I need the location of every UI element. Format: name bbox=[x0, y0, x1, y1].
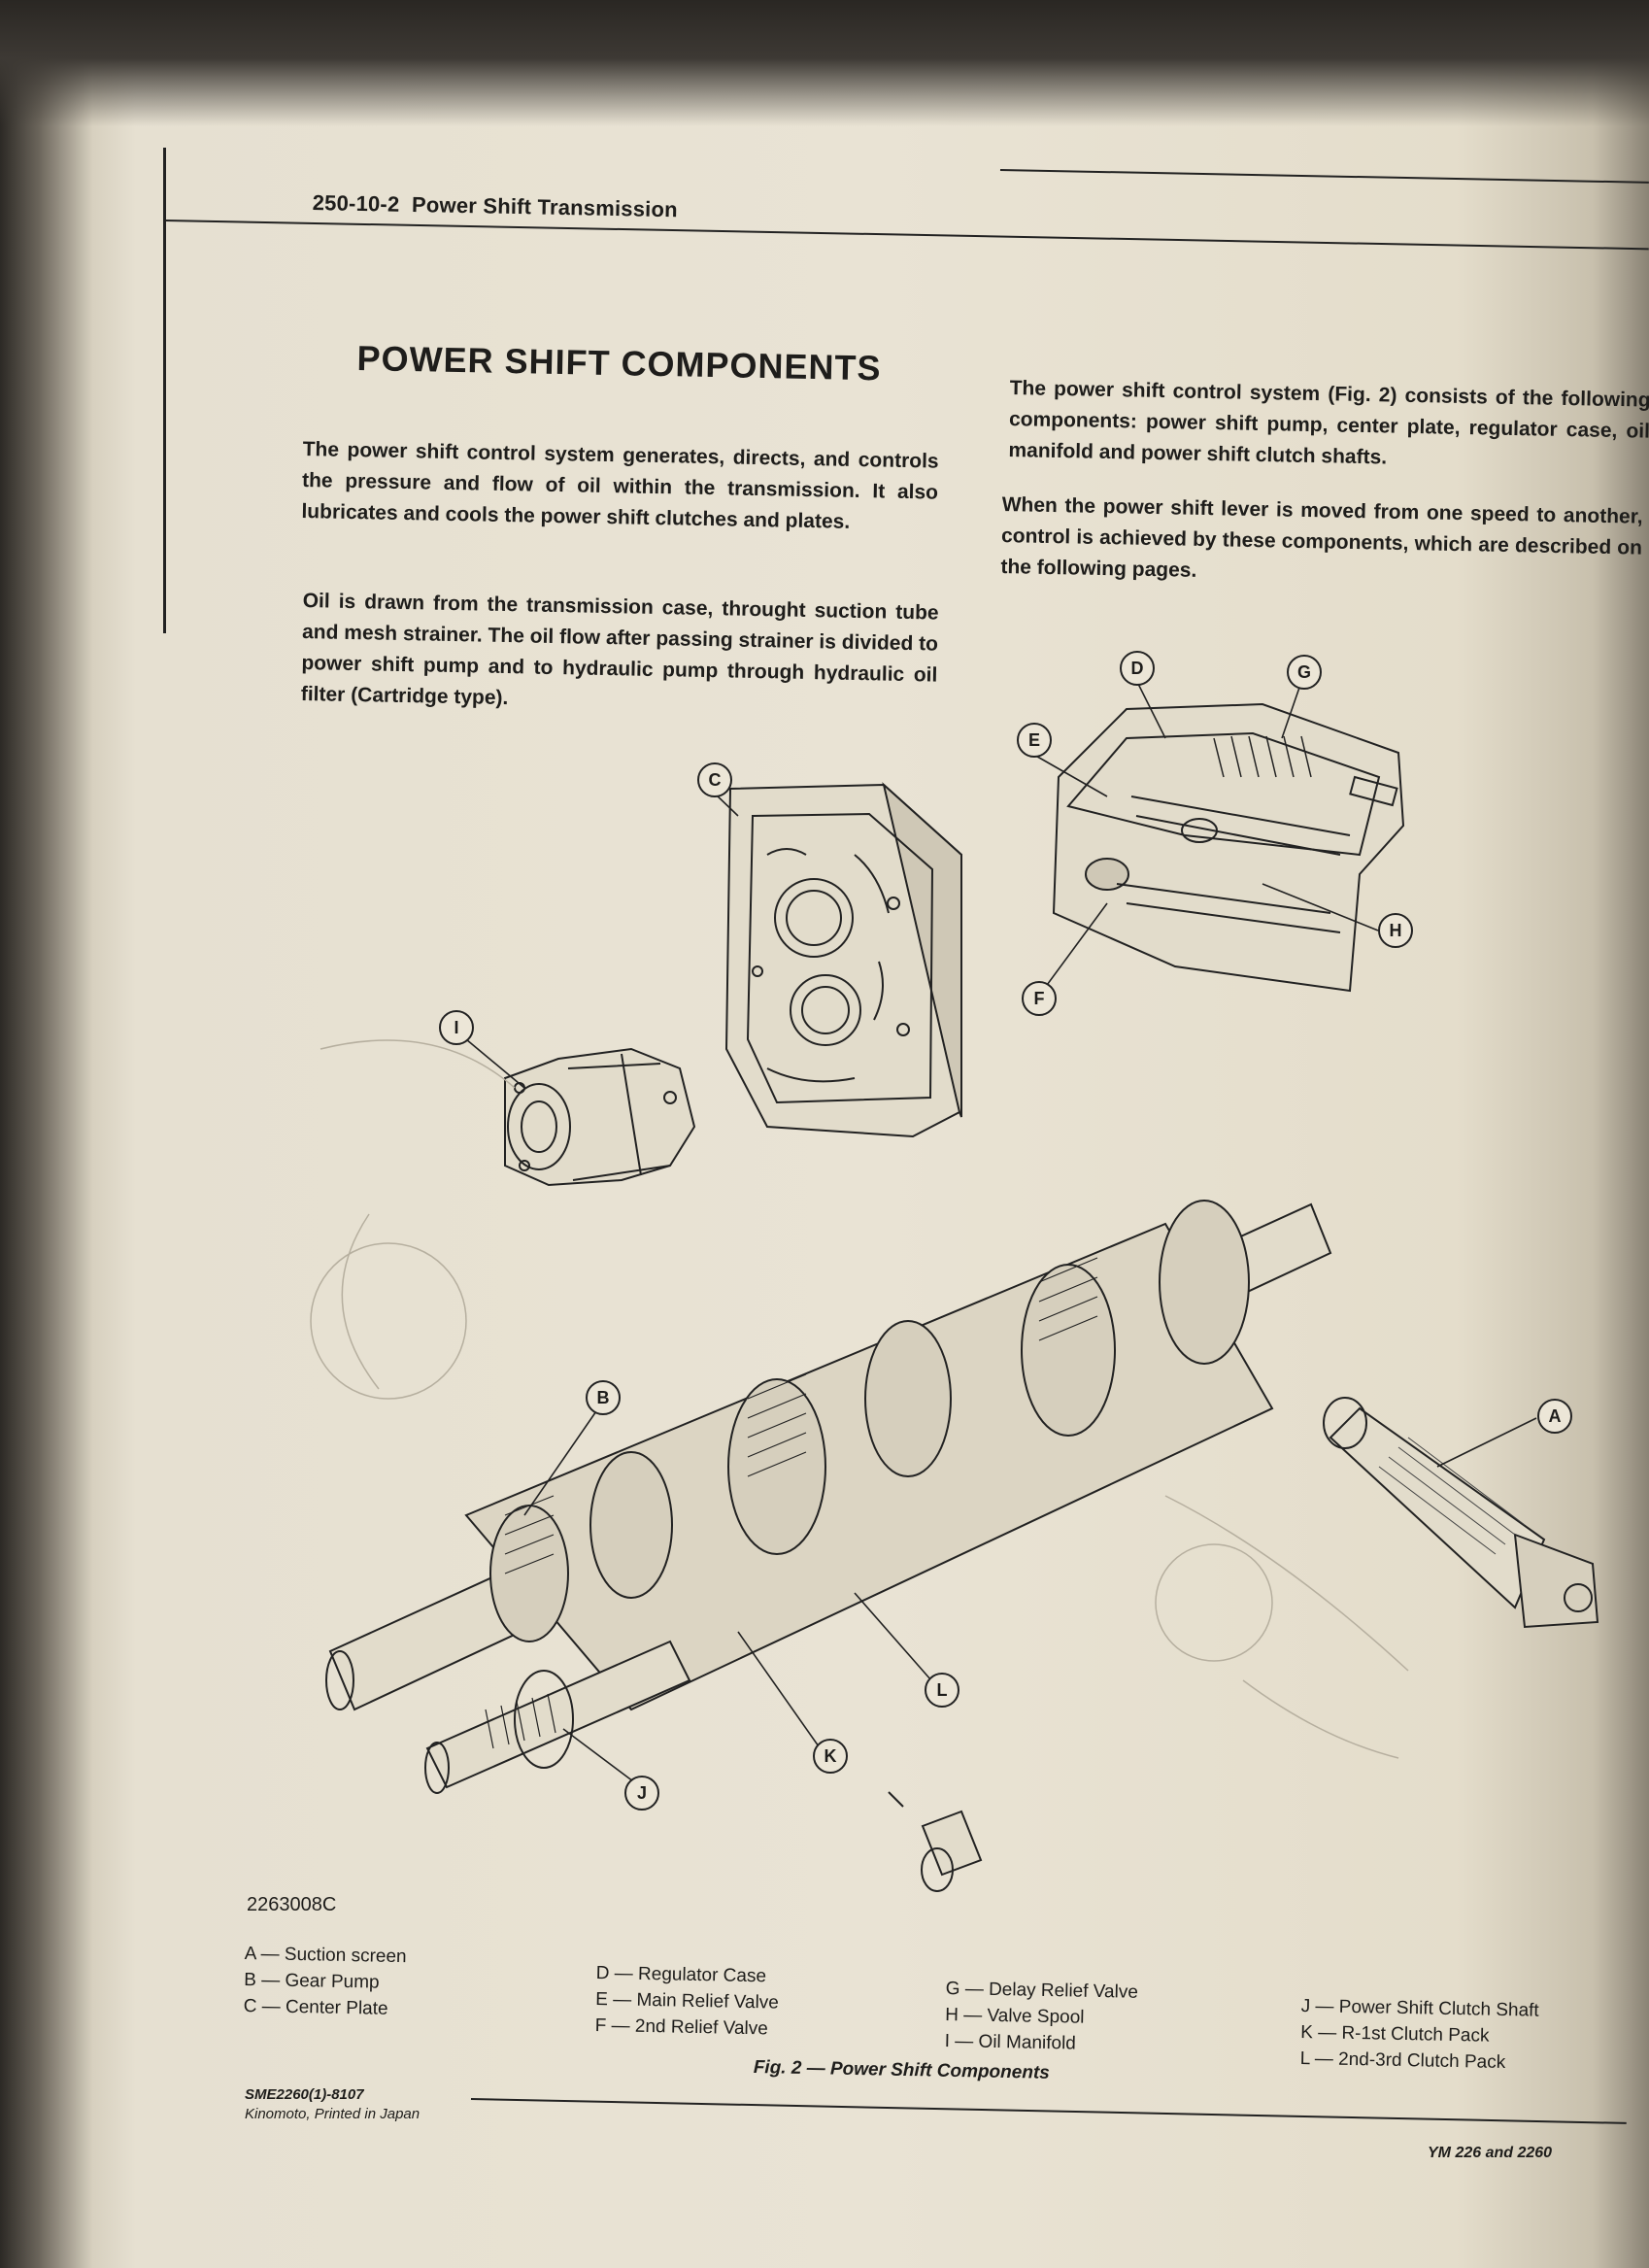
legend-item-d: D — Regulator Case bbox=[595, 1962, 767, 1987]
callout-g: G bbox=[1287, 655, 1322, 690]
legend-column-3: G — Delay Relief Valve H — Valve Spool I… bbox=[944, 1976, 1139, 2058]
legend-item-f: F — 2nd Relief Valve bbox=[594, 2014, 768, 2040]
legend-item-b: B — Gear Pump bbox=[244, 1969, 380, 1993]
margin-rule bbox=[163, 148, 166, 633]
callout-k: K bbox=[813, 1739, 848, 1774]
callout-d: D bbox=[1120, 651, 1155, 686]
regulator-case-illustration bbox=[1052, 702, 1405, 993]
footer-model: YM 226 and 2260 bbox=[1428, 2145, 1553, 2161]
center-plate-illustration bbox=[724, 782, 963, 1138]
callout-a: A bbox=[1537, 1399, 1572, 1434]
leader-lines bbox=[454, 679, 1537, 1788]
callout-c: C bbox=[697, 762, 732, 797]
callout-h: H bbox=[1378, 913, 1413, 948]
legend-item-g: G — Delay Relief Valve bbox=[945, 1978, 1139, 2003]
figure-number: 2263008C bbox=[247, 1894, 337, 1915]
footer-printer: Kinomoto, Printed in Japan bbox=[245, 2106, 421, 2122]
legend-item-h: H — Valve Spool bbox=[945, 2004, 1085, 2028]
callout-j: J bbox=[624, 1776, 659, 1811]
legend-item-e: E — Main Relief Valve bbox=[595, 1988, 780, 2014]
legend-column-2: D — Regulator Case E — Main Relief Valve… bbox=[594, 1960, 780, 2043]
callout-e: E bbox=[1017, 723, 1052, 758]
callout-f: F bbox=[1022, 981, 1057, 1016]
legend-column-4: J — Power Shift Clutch Shaft K — R-1st C… bbox=[1299, 1993, 1539, 2077]
bleed-through-ghost bbox=[310, 1039, 1409, 1759]
legend-item-c: C — Center Plate bbox=[243, 1995, 388, 2019]
legend-column-1: A — Suction screen B — Gear Pump C — Cen… bbox=[243, 1941, 407, 2022]
legend-item-i: I — Oil Manifold bbox=[944, 2030, 1077, 2054]
clutch-shaft-assembly-illustration bbox=[325, 1200, 1332, 1892]
oil-manifold-illustration bbox=[504, 1047, 696, 1187]
suction-screen-illustration bbox=[1323, 1397, 1599, 1629]
callout-l: L bbox=[925, 1673, 959, 1708]
legend-item-a: A — Suction screen bbox=[244, 1943, 407, 1968]
footer-document-code: SME2260(1)-8107 bbox=[245, 2086, 364, 2103]
legend-item-l: L — 2nd-3rd Clutch Pack bbox=[1299, 2048, 1506, 2074]
callout-b: B bbox=[586, 1380, 621, 1415]
callout-i: I bbox=[439, 1010, 474, 1045]
